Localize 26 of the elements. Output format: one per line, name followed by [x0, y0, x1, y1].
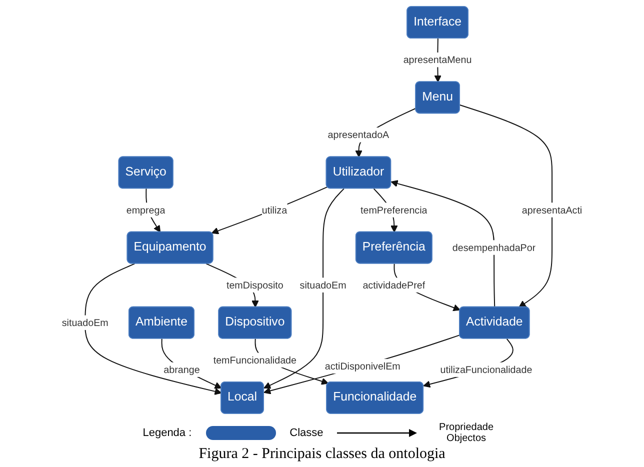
arrow: [264, 334, 460, 394]
edge-label: apresentaMenu: [403, 54, 472, 66]
legend-label: Classe: [290, 427, 324, 439]
edge-label: abrange: [164, 364, 200, 376]
arrow: [390, 180, 496, 308]
edge-label: utilizaFuncionalidade: [440, 364, 532, 376]
arrow: [84, 263, 222, 395]
legend-label: Propriedade Objectos: [438, 422, 495, 444]
arrow: [161, 338, 222, 389]
figure-caption: Figura 2 - Principais classes da ontologia: [198, 446, 446, 463]
edge-label: desempenhadaPor: [452, 242, 536, 254]
legend-heading: Legenda :: [142, 427, 192, 439]
arrow: [264, 188, 344, 389]
edge-label: temFuncionalidade: [213, 354, 297, 366]
edge-label: temPreferencia: [360, 204, 428, 216]
edge-label: apresentadoA: [328, 129, 390, 141]
edge-label: temDisposito: [226, 279, 284, 291]
edge-label: actiDisponivelEm: [324, 360, 400, 372]
edge-label: apresentaActi: [522, 204, 582, 216]
arrow: [211, 186, 328, 234]
edge-label: utiliza: [262, 204, 288, 216]
edge-label: situadoEm: [62, 316, 108, 328]
arrow: [459, 104, 553, 308]
edge-label: actividadePref: [362, 279, 426, 291]
edge-label: situadoEm: [300, 279, 346, 291]
edge-label: emprega: [126, 204, 166, 216]
